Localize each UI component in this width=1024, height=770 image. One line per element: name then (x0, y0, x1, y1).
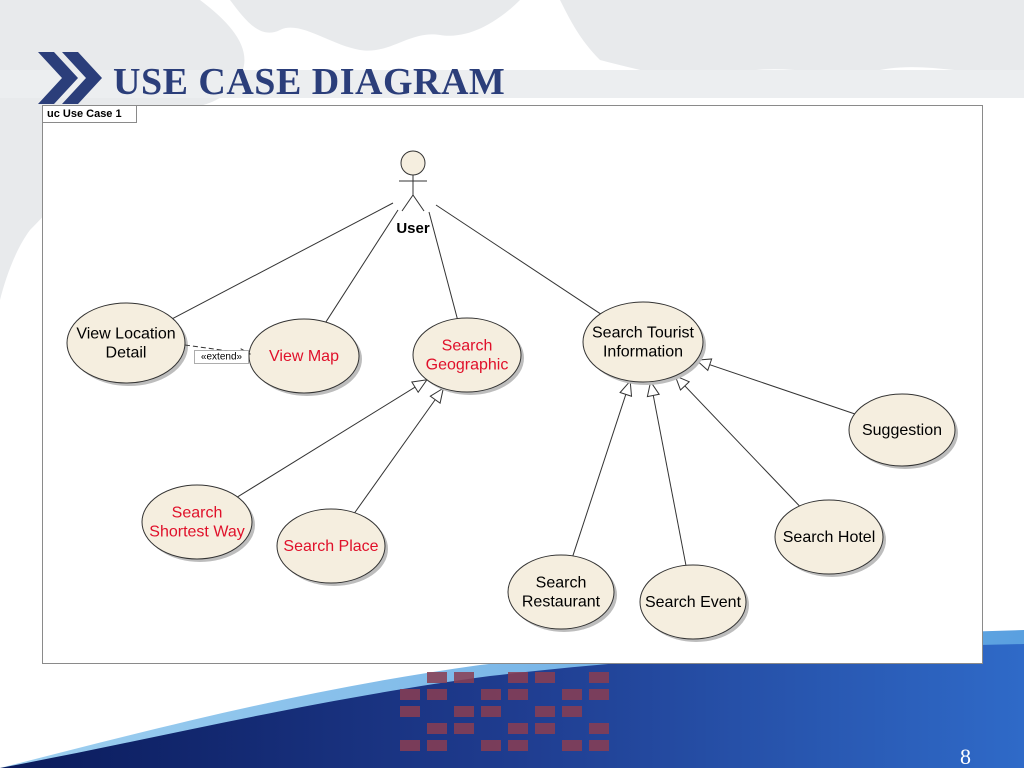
use-case-label: Search (442, 338, 493, 355)
use-case-label: Search Place (283, 538, 378, 555)
use-case-label: Shortest Way (149, 524, 244, 541)
association-line (172, 202, 394, 319)
use-case-view-map[interactable]: View Map (248, 318, 362, 396)
generalization-line (651, 382, 687, 566)
extend-arrow (184, 344, 250, 354)
use-case-label: Information (603, 344, 683, 361)
use-case-label: Search Hotel (783, 529, 876, 546)
use-case-search-event[interactable]: Search Event (639, 564, 749, 642)
use-case-suggestion[interactable]: Suggestion (848, 393, 958, 469)
page-number: 8 (960, 744, 971, 769)
use-case-label: Search (536, 575, 587, 592)
slide-title: USE CASE DIAGRAM (113, 61, 506, 103)
generalization-line (572, 381, 630, 557)
actor-label: User (396, 220, 430, 237)
extend-label-box (194, 350, 249, 364)
association-line (435, 204, 601, 315)
use-case-label: Restaurant (522, 594, 601, 611)
generalization-line (354, 388, 444, 514)
chevron-arrows-icon (38, 52, 102, 104)
use-case-label: Search Tourist (592, 325, 695, 342)
use-case-label: Search Event (645, 594, 742, 611)
association-line (428, 211, 458, 319)
extend-label: «extend» (201, 352, 243, 363)
use-case-search-place[interactable]: Search Place (276, 508, 388, 586)
frame-label: uc Use Case 1 (43, 106, 137, 123)
bottom-wave-decoration (0, 630, 1024, 768)
generalization-line (237, 380, 426, 498)
use-case-search-hotel[interactable]: Search Hotel (774, 499, 886, 577)
use-case-label: Search (172, 505, 223, 522)
use-case-label: View Map (269, 348, 339, 365)
use-case-label: Detail (106, 345, 147, 362)
use-case-label: Geographic (426, 357, 509, 374)
generalization-line (675, 376, 800, 507)
generalization-line (696, 360, 855, 415)
association-line (325, 209, 399, 323)
title-band (0, 70, 1024, 98)
use-case-label: View Location (76, 326, 175, 343)
actor-user[interactable]: User (396, 150, 430, 237)
use-case-label: Suggestion (862, 422, 942, 439)
